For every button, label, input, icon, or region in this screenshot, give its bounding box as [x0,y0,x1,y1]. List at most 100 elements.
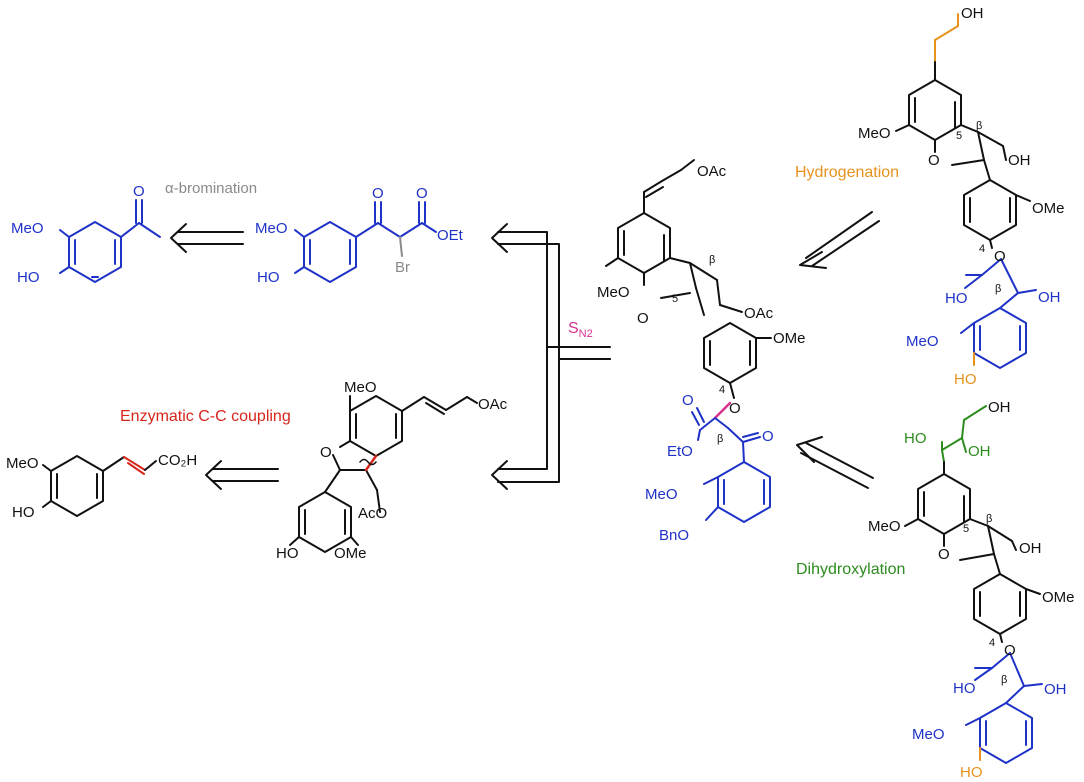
central-cc-bond [713,401,732,420]
top-right-ome-label: OMe [1032,200,1065,217]
top-right-ether-o-label: O [994,248,1006,265]
bottom-right-ome-label: OMe [1042,589,1075,606]
bottom-right-product-structure: OH HO OH MeO 5 β O OH OMe 4 O HO β OH Me… [868,399,1075,781]
central-oac-label: OAc [744,305,774,322]
bottom-right-blue-bonds [965,652,1043,764]
acetovanillone-structure: MeO HO O [11,183,161,286]
central-c-ketone-bond [714,417,729,429]
central-eto-label: EtO [667,443,693,460]
central-oac-top-label: OAc [697,163,727,180]
dimer-wavy-bond [359,458,377,466]
bottom-right-ho-3-label: HO [960,764,983,781]
ketoester-ho-label: HO [257,269,280,286]
bottom-right-oh-3-label: OH [1019,540,1042,557]
dimer-oac-label: OAc [478,396,508,413]
central-bno-label: BnO [659,527,689,544]
bottom-right-beta-2-label: β [1001,674,1007,686]
ferulic-acid-meo-label: MeO [6,455,39,472]
top-right-ring-o-label: O [928,152,940,169]
bottom-right-beta-1-label: β [986,513,992,525]
dimer-ome-label: OMe [334,545,367,562]
bottom-right-oh-4-label: OH [1044,681,1067,698]
dimer-bonds [289,395,478,553]
ferulic-acid-alkene-bond [123,456,146,475]
top-right-propyl-bonds [934,13,959,63]
central-beta-1-label: β [709,254,715,266]
top-right-beta-2-label: β [995,283,1001,295]
bottom-right-oh-top-label: OH [988,399,1011,416]
ketoester-bonds [294,201,437,283]
ferulic-acid-structure: MeO HO CO₂H [6,452,197,521]
dimer-meo-label: MeO [344,379,377,396]
central-ester-o-label: O [682,392,694,409]
central-position-5-label: 5 [672,293,678,305]
acetovanillone-bonds [59,199,161,283]
ketoester-ketone-o-label: O [372,185,384,202]
central-ether-o-label: O [729,400,741,417]
hydrogenation-arrow [799,211,880,269]
ketoester-oet-label: OEt [437,227,464,244]
top-right-meo-2-label: MeO [906,333,939,350]
top-right-oh-2-label: OH [1038,289,1061,306]
central-meo-label: MeO [597,284,630,301]
bottom-right-ring-o-label: O [938,546,950,563]
enzymatic-arrow [205,460,279,490]
dimer-ring-o-label: O [320,444,332,461]
ferulic-acid-co2h-label: CO₂H [158,452,197,469]
ferulic-acid-ho-label: HO [12,504,35,521]
bottom-right-meo-2-label: MeO [912,726,945,743]
enzymatic-coupling-label: Enzymatic C-C coupling [120,408,291,425]
dimer-aco-label: AcO [358,505,387,522]
acetovanillone-ho-label: HO [17,269,40,286]
bottom-right-position-4-label: 4 [989,637,995,649]
bottom-right-oh-label: OH [968,443,991,460]
acetovanillone-meo-label: MeO [11,220,44,237]
bottom-right-position-5-label: 5 [963,523,969,535]
ferulic-acid-acid-bond [144,460,157,471]
sn2-retro-arrow [491,223,611,490]
ketoester-meo-label: MeO [255,220,288,237]
top-right-blue-bonds [960,258,1037,369]
top-right-ho-label: HO [945,290,968,307]
central-black-bonds [605,159,772,399]
top-right-product-structure: OH MeO 5 β O OH OMe 4 O HO β OH MeO HO [858,5,1065,388]
bottom-right-meo-label: MeO [868,518,901,535]
ketoester-ester-o-label: O [416,185,428,202]
dimer-cc-bond [364,454,378,472]
central-blue-bonds [691,407,771,523]
sn2-label: SN2 [568,320,593,340]
central-meo-2-label: MeO [645,486,678,503]
bottom-right-ho-2-label: HO [953,680,976,697]
bottom-right-diol-bonds [941,405,987,463]
hydrogenation-label: Hydrogenation [795,164,899,181]
central-position-4-label: 4 [719,384,725,396]
top-right-beta-1-label: β [976,120,982,132]
bromo-ketoester-structure: MeO HO O O OEt Br [255,185,464,286]
dihydroxylation-label: Dihydroxylation [796,561,905,578]
top-right-black-bonds [895,61,1031,249]
central-intermediate-structure: OAc MeO O 5 β OAc OMe 4 O O EtO β O MeO … [597,159,806,544]
ketoester-br-label: Br [395,259,410,276]
top-right-position-5-label: 5 [956,130,962,142]
ketoester-cbr-bond [399,236,403,257]
central-ome-label: OMe [773,330,806,347]
bottom-right-ho-label: HO [904,430,927,447]
bromination-arrow [170,223,244,253]
central-ketone-o-label: O [762,428,774,445]
top-right-oh-label: OH [1008,152,1031,169]
top-right-position-4-label: 4 [979,243,985,255]
top-right-oh-top-label: OH [961,5,984,22]
central-beta-2-label: β [717,433,723,445]
top-right-ho-2-label: HO [954,371,977,388]
acetovanillone-ketone-o-label: O [133,183,145,200]
dimer-ho-label: HO [276,545,299,562]
bromination-label: α-bromination [165,180,257,197]
bottom-right-ether-o-label: O [1004,642,1016,659]
dihydroxylation-arrow [796,436,874,489]
central-ring-o-label: O [637,310,649,327]
top-right-meo-label: MeO [858,125,891,142]
ferulic-acid-bonds [42,455,125,517]
bottom-right-black-bonds [904,461,1041,643]
dehydrodimer-structure: MeO OAc O AcO HO OMe [276,379,508,562]
